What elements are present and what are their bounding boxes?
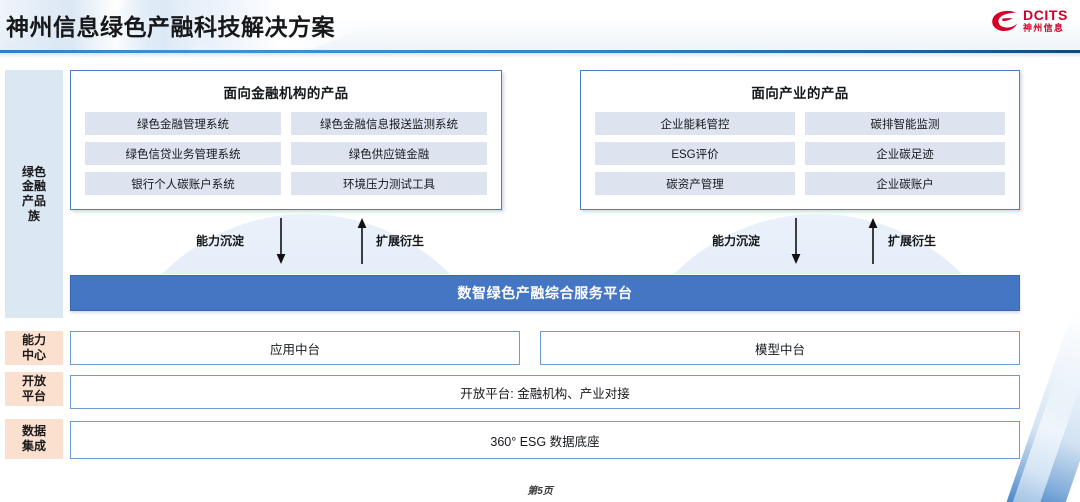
product-item[interactable]: ESG评价 — [595, 142, 795, 165]
sidebar-band-label: 绿色 金融 产品 族 — [21, 164, 46, 223]
flow-label-capability-precipitation-left: 能力沉淀 — [196, 234, 245, 248]
arrow-down-icon-left — [274, 218, 288, 264]
product-item[interactable]: 企业碳足迹 — [805, 142, 1005, 165]
sidebar-band-label: 开放 平台 — [21, 374, 46, 403]
product-item[interactable]: 绿色供应链金融 — [291, 142, 487, 165]
logo-wordmark: DCITS 神州信息 — [1023, 8, 1068, 33]
product-item[interactable]: 碳排智能监测 — [805, 112, 1005, 135]
product-item[interactable]: 银行个人碳账户系统 — [85, 172, 281, 195]
product-item-grid: 绿色金融管理系统 绿色金融信息报送监测系统 绿色信贷业务管理系统 绿色供应链金融… — [71, 102, 501, 195]
layer-model-middle-platform[interactable]: 模型中台 — [540, 331, 1020, 365]
platform-bar[interactable]: 数智绿色产融综合服务平台 — [70, 275, 1020, 311]
product-group-financial-institution: 面向金融机构的产品 绿色金融管理系统 绿色金融信息报送监测系统 绿色信贷业务管理… — [70, 70, 502, 210]
page-number: 第5页 — [527, 486, 553, 497]
product-item[interactable]: 企业能耗管控 — [595, 112, 795, 135]
dcits-swirl-icon — [992, 10, 1017, 31]
sidebar-band-label: 能力 中心 — [21, 333, 46, 362]
arrow-down-icon-right — [789, 218, 803, 264]
arch-decoration-right — [608, 214, 1028, 274]
logo-text-en: DCITS — [1023, 7, 1068, 23]
product-group-title: 面向金融机构的产品 — [223, 86, 349, 101]
product-group-industry: 面向产业的产品 企业能耗管控 碳排智能监测 ESG评价 企业碳足迹 碳资产管理 … — [580, 70, 1020, 210]
product-group-title: 面向产业的产品 — [751, 86, 849, 101]
arrow-up-icon-right — [866, 218, 880, 264]
layer-data-foundation[interactable]: 360° ESG 数据底座 — [70, 421, 1020, 459]
brand-logo: DCITS 神州信息 — [991, 8, 1068, 33]
sidebar-band-capability-center: 能力 中心 — [5, 331, 63, 365]
product-item[interactable]: 绿色金融信息报送监测系统 — [291, 112, 487, 135]
product-item-grid: 企业能耗管控 碳排智能监测 ESG评价 企业碳足迹 碳资产管理 企业碳账户 — [581, 102, 1019, 195]
product-item[interactable]: 碳资产管理 — [595, 172, 795, 195]
sidebar-band-data-integration: 数据 集成 — [5, 419, 63, 459]
product-item[interactable]: 绿色金融管理系统 — [85, 112, 281, 135]
product-item[interactable]: 绿色信贷业务管理系统 — [85, 142, 281, 165]
product-item[interactable]: 环境压力测试工具 — [291, 172, 487, 195]
sidebar-band-green-finance-product-family: 绿色 金融 产品 族 — [5, 70, 63, 318]
arrow-up-icon-left — [355, 218, 369, 264]
layer-application-middle-platform[interactable]: 应用中台 — [70, 331, 520, 365]
sidebar-band-label: 数据 集成 — [21, 424, 46, 453]
header-divider-shadow — [0, 53, 1080, 58]
product-item[interactable]: 企业碳账户 — [805, 172, 1005, 195]
page-title: 神州信息绿色产融科技解决方案 — [6, 14, 335, 40]
arch-decoration-left — [96, 214, 516, 274]
header-divider-line — [0, 50, 1080, 53]
flow-label-capability-precipitation-right: 能力沉淀 — [712, 234, 761, 248]
layer-open-platform[interactable]: 开放平台: 金融机构、产业对接 — [70, 375, 1020, 409]
flow-label-expansion-derivation-left: 扩展衍生 — [376, 234, 425, 248]
flow-label-expansion-derivation-right: 扩展衍生 — [888, 234, 937, 248]
logo-text-cn: 神州信息 — [1023, 23, 1065, 33]
sidebar-band-open-platform: 开放 平台 — [5, 372, 63, 406]
